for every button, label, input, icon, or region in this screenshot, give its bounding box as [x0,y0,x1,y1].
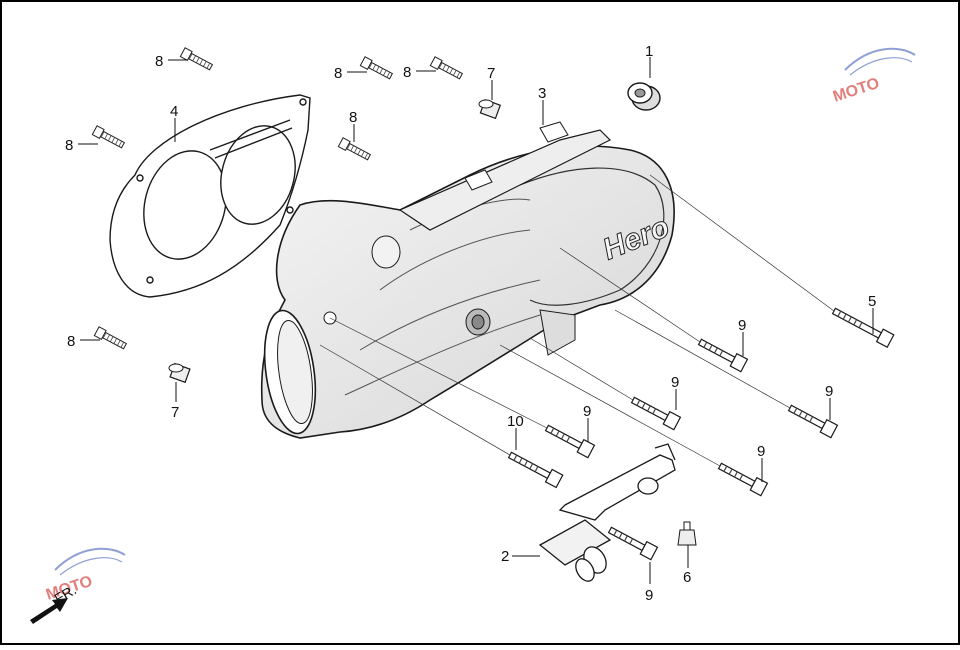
bolt-part-8-b [359,56,393,80]
callout-9-b: 9 [671,374,679,391]
bolt-part-10 [507,451,564,489]
callout-8-b: 8 [334,65,342,82]
callout-9-f: 9 [645,587,653,604]
bracket-part-2 [538,443,676,582]
collar-part-7-top [478,98,502,120]
callout-8-c: 8 [403,64,411,81]
callout-10: 10 [507,413,524,430]
gasket-plate-part-4 [109,94,311,298]
bolt-part-9-e [717,462,769,497]
callout-9-d: 9 [583,403,591,420]
bolt-part-9-b [630,396,682,431]
callout-1: 1 [645,43,653,60]
callout-8-a: 8 [155,53,163,70]
bolt-part-8-d [337,137,371,161]
callout-9-a: 9 [738,317,746,334]
collar-part-7-left [168,362,191,384]
callout-8-e: 8 [65,137,73,154]
nipple-part-6 [677,521,697,546]
callout-leaders [78,57,874,584]
callout-8-d: 8 [349,109,357,126]
callout-8-f: 8 [67,333,75,350]
crankcase-cover-part-3: Hero [260,121,675,439]
bolt-part-9-c [787,404,839,439]
moto-watermark-top: MOTO [831,47,916,106]
callout-9-e: 9 [757,443,765,460]
watermark-text: MOTO [831,75,882,106]
bolt-part-8-a [179,47,213,71]
bolt-part-8-c [429,56,463,80]
alignment-lines [319,174,835,467]
callout-9-c: 9 [825,383,833,400]
callout-7-top: 7 [487,65,495,82]
callout-5: 5 [868,293,876,310]
front-arrow-icon [30,598,68,624]
bush-part-1 [627,82,661,111]
bolt-part-9-d [544,424,596,459]
callout-3: 3 [538,85,546,102]
bolt-part-9-a [697,338,749,373]
bolt-part-8-f [93,326,127,350]
callout-4: 4 [170,103,178,120]
callout-6: 6 [683,569,691,586]
bolt-part-8-e [91,125,125,149]
bolt-part-5 [831,307,895,349]
callout-2: 2 [501,548,509,565]
bolt-part-9-f [607,526,659,561]
callout-7-left: 7 [171,404,179,421]
